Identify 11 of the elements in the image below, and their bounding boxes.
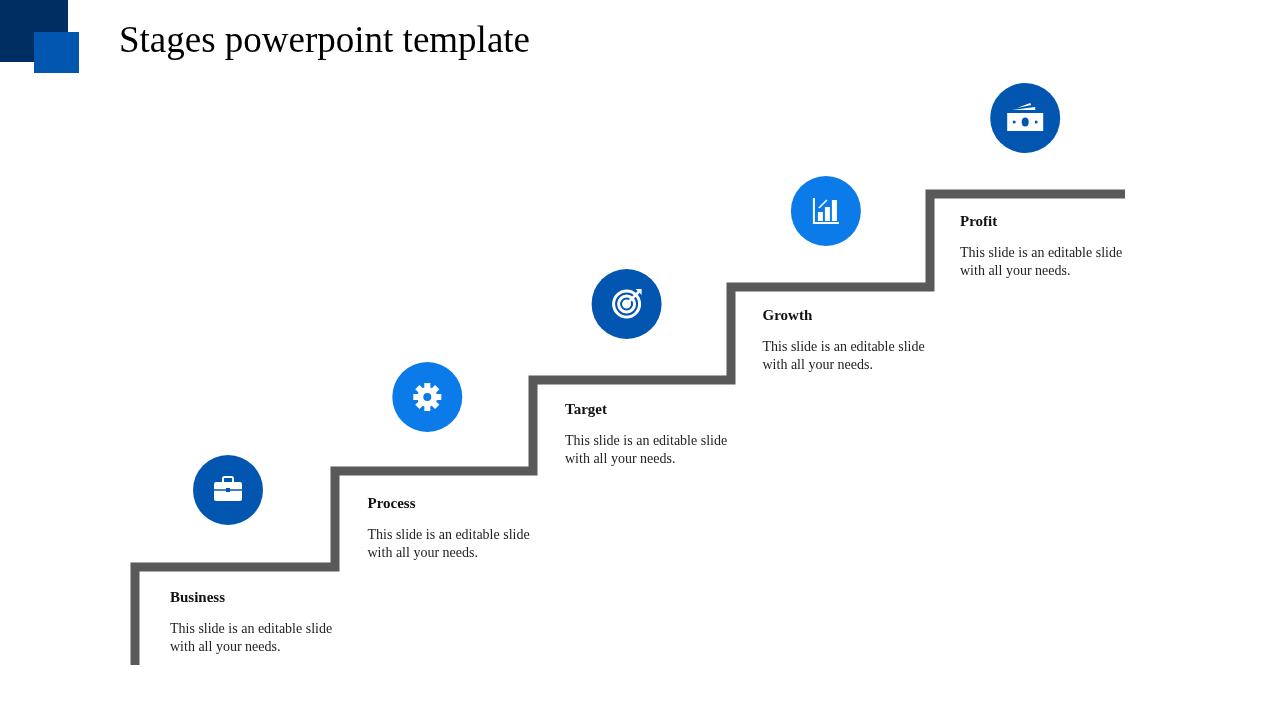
stage-description: This slide is an editable slide with all your needs. (565, 432, 729, 468)
stage-description: This slide is an editable slide with all your needs. (170, 620, 334, 656)
stage-heading: Growth (762, 307, 813, 324)
stage-description: This slide is an editable slide with all your needs. (762, 338, 926, 374)
stage-description: This slide is an editable slide with all your needs. (960, 244, 1124, 280)
stage-heading: Target (565, 401, 607, 418)
stage-heading: Business (170, 589, 226, 606)
stage-description: This slide is an editable slide with all your needs. (367, 526, 531, 562)
stage-heading: Process (367, 495, 416, 512)
title: Stages powerpoint template (119, 18, 530, 61)
stage-heading: Profit (960, 213, 998, 230)
